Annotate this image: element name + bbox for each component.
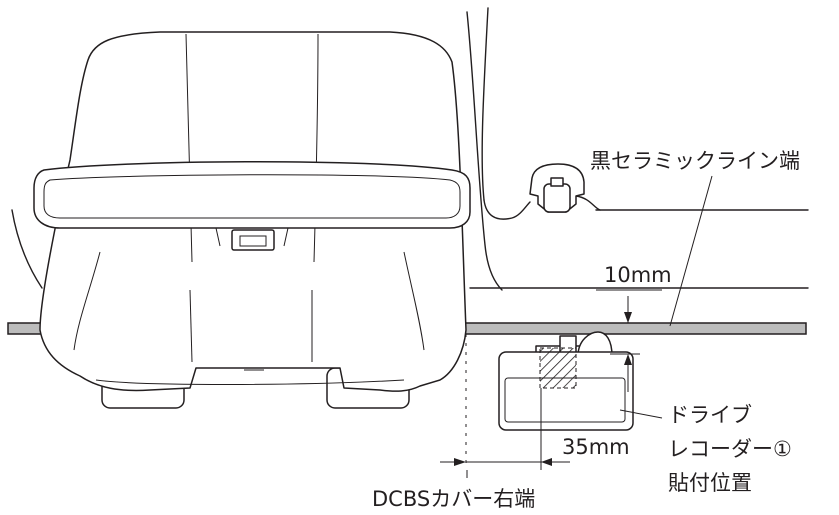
- label-recorder-line3: 貼付位置: [668, 471, 752, 495]
- leader-lines: [466, 175, 713, 478]
- label-ceramic-line-edge: 黒セラミックライン端: [590, 149, 800, 173]
- dimension-10mm: [596, 289, 662, 392]
- mirror-mount: [529, 163, 585, 213]
- label-10mm: 10mm: [604, 263, 672, 287]
- dcbs-cover: [33, 31, 471, 409]
- windshield-frame: [11, 7, 809, 291]
- label-35mm: 35mm: [562, 435, 630, 459]
- drive-recorder: [498, 331, 634, 431]
- dimension-35mm: [440, 388, 570, 470]
- label-recorder-line1: ドライブ: [668, 403, 752, 427]
- label-recorder-line2: レコーダー①: [668, 437, 792, 461]
- label-dcbs-cover-edge: DCBSカバー右端: [372, 487, 535, 511]
